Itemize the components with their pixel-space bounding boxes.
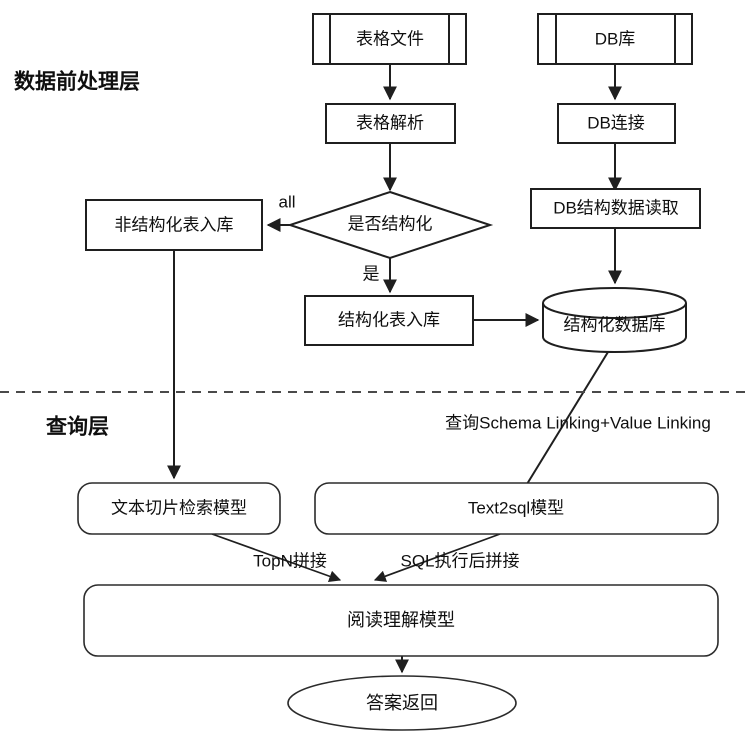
node-structured-store[interactable]: 结构化表入库 <box>304 295 474 346</box>
node-label-text2sql: Text2sql模型 <box>468 498 564 517</box>
node-db-connect[interactable]: DB连接 <box>557 103 676 144</box>
edge-label-schema-value-linking: 查询Schema Linking+Value Linking <box>445 413 711 432</box>
node-answer-return[interactable]: 答案返回 <box>287 675 517 731</box>
node-label-structured-store: 结构化表入库 <box>338 310 440 329</box>
edges-group <box>167 64 622 674</box>
layer-title-preprocess: 数据前处理层 <box>14 70 140 94</box>
node-label-db-schema-read: DB结构数据读取 <box>553 198 679 217</box>
node-reading-comprehension[interactable]: 阅读理解模型 <box>83 584 719 657</box>
edge-label-sql-exec-concat: SQL执行后拼接 <box>400 551 519 570</box>
node-label-answer-return: 答案返回 <box>366 693 438 713</box>
node-label-reading-comprehension: 阅读理解模型 <box>347 610 455 630</box>
edge-structureddb-to-text2sql <box>515 351 609 504</box>
node-text-chunk-retrieval[interactable]: 文本切片检索模型 <box>77 482 281 535</box>
node-unstructured-store[interactable]: 非结构化表入库 <box>85 199 263 251</box>
node-label-text-chunk-retrieval: 文本切片检索模型 <box>111 498 247 517</box>
node-label-unstructured-store: 非结构化表入库 <box>115 215 234 234</box>
layer-title-query: 查询层 <box>46 415 109 439</box>
node-label-is-structured: 是否结构化 <box>348 214 433 233</box>
node-table-file[interactable]: 表格文件 <box>312 13 467 65</box>
node-db-schema-read[interactable]: DB结构数据读取 <box>530 188 701 229</box>
edge-text2sql-to-reading <box>373 533 501 582</box>
edge-label-yes: 是 <box>363 264 380 283</box>
edge-label-all: all <box>278 192 295 211</box>
node-label-db-source: DB库 <box>595 29 636 48</box>
node-db-source[interactable]: DB库 <box>537 13 693 65</box>
node-label-table-parse: 表格解析 <box>356 113 424 132</box>
node-is-structured-decision[interactable]: 是否结构化 <box>286 190 494 260</box>
edge-textchunk-to-reading <box>211 533 342 582</box>
node-label-structured-db: 结构化数据库 <box>564 315 666 334</box>
node-text2sql[interactable]: Text2sql模型 <box>314 482 719 535</box>
node-label-table-file: 表格文件 <box>356 29 424 48</box>
node-label-db-connect: DB连接 <box>587 113 645 132</box>
node-table-parse[interactable]: 表格解析 <box>325 103 456 144</box>
node-structured-db[interactable]: 结构化数据库 <box>542 287 687 353</box>
edge-label-topn-concat: TopN拼接 <box>253 551 327 570</box>
